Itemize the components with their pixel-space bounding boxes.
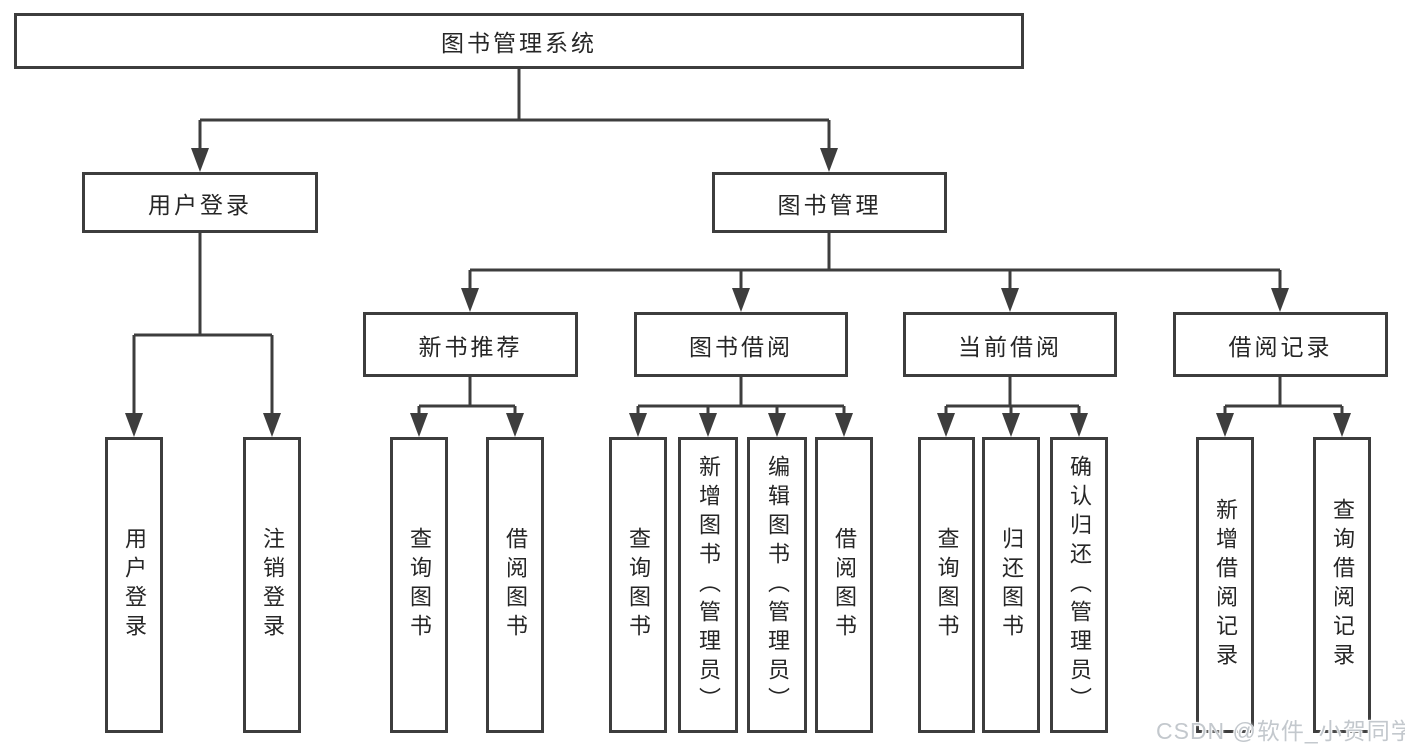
leaf-user-login: 用户登录 xyxy=(105,437,163,733)
node-new-book-recommend: 新书推荐 xyxy=(363,312,578,377)
leaf-edit-book-admin: 编辑图书（管理员） xyxy=(747,437,807,733)
csdn-watermark: CSDN @软件_小贺同学 xyxy=(1156,718,1405,744)
leaf-recommend-borrow-books: 借阅图书 xyxy=(486,437,544,733)
leaf-borrow-query-books: 查询图书 xyxy=(609,437,667,733)
leaf-recommend-query-books: 查询图书 xyxy=(390,437,448,733)
leaf-add-borrow-record: 新增借阅记录 xyxy=(1196,437,1254,733)
leaf-borrow-books: 借阅图书 xyxy=(815,437,873,733)
leaf-query-borrow-record: 查询借阅记录 xyxy=(1313,437,1371,733)
leaf-confirm-return-admin: 确认归还（管理员） xyxy=(1050,437,1108,733)
node-user-login: 用户登录 xyxy=(82,172,318,233)
leaf-return-book: 归还图书 xyxy=(982,437,1040,733)
leaf-current-query-books: 查询图书 xyxy=(918,437,975,733)
leaf-add-book-admin: 新增图书（管理员） xyxy=(678,437,738,733)
node-root: 图书管理系统 xyxy=(14,13,1024,69)
node-current-borrow: 当前借阅 xyxy=(903,312,1117,377)
leaf-logout: 注销登录 xyxy=(243,437,301,733)
node-borrow-records: 借阅记录 xyxy=(1173,312,1388,377)
arrowheads xyxy=(125,148,1351,437)
node-book-borrow: 图书借阅 xyxy=(634,312,848,377)
node-book-management: 图书管理 xyxy=(712,172,947,233)
